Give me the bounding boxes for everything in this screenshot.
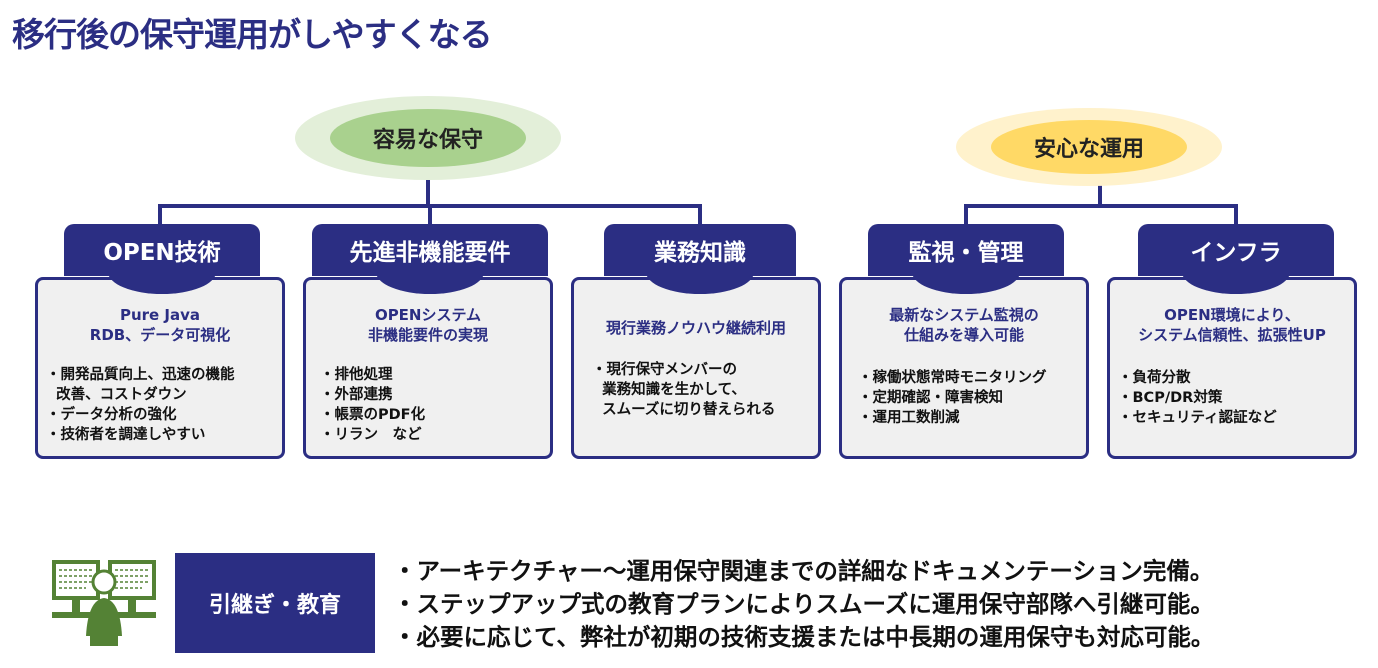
handover-label: 引継ぎ・教育 bbox=[175, 553, 375, 653]
card-subtitle: 現行業務ノウハウ継続利用 bbox=[605, 319, 786, 337]
card-subtitle: OPEN環境により、 システム信頼性、拡張性UP bbox=[1138, 306, 1326, 344]
card-item: ・排他処理 bbox=[320, 367, 393, 383]
card-subtitle: OPENシステム 非機能要件の実現 bbox=[367, 306, 488, 344]
card-item: ・BCP/DR対策 bbox=[1118, 390, 1223, 406]
card-item: 改善、コストダウン bbox=[46, 387, 187, 403]
operator-monitors-icon bbox=[52, 560, 156, 646]
card-item: ・運用工数削減 bbox=[858, 410, 960, 426]
group-oval-maintenance: 容易な保守 bbox=[295, 96, 561, 180]
tab-bump bbox=[108, 272, 216, 294]
tab-open-tech: OPEN技術 bbox=[64, 224, 260, 276]
card-item: ・セキュリティ認証など bbox=[1118, 410, 1277, 426]
card-item: ・定期確認・障害検知 bbox=[858, 390, 1003, 406]
group-label-operation: 安心な運用 bbox=[991, 120, 1187, 174]
card-item: ・現行保守メンバーの bbox=[592, 362, 737, 378]
tab-bump bbox=[1182, 272, 1290, 294]
card-item: スムーズに切り替えられる bbox=[592, 402, 776, 418]
card-subtitle: Pure Java RDB、データ可視化 bbox=[89, 306, 231, 344]
card-item: ・負荷分散 bbox=[1118, 370, 1191, 386]
card-item: ・技術者を調達しやすい bbox=[46, 427, 206, 443]
tab-bump bbox=[912, 272, 1020, 294]
group-label-maintenance: 容易な保守 bbox=[330, 109, 526, 167]
card-item: ・外部連携 bbox=[320, 387, 393, 403]
tab-bump bbox=[376, 272, 484, 294]
group-oval-operation: 安心な運用 bbox=[956, 108, 1222, 186]
handover-bullet: ・必要に応じて、弊社が初期の技術支援または中長期の運用保守も対応可能。 bbox=[393, 623, 1215, 651]
tab-business-knowledge: 業務知識 bbox=[604, 224, 796, 276]
card-item: 業務知識を生かして、 bbox=[592, 382, 746, 398]
card-item: ・リラン など bbox=[320, 427, 422, 443]
card-open-tech: Pure Java RDB、データ可視化 ・開発品質向上、迅速の機能 改善、コス… bbox=[35, 277, 285, 459]
page-title: 移行後の保守運用がしやすくなる bbox=[12, 15, 493, 54]
card-item: ・帳票のPDF化 bbox=[320, 407, 426, 423]
card-nonfunctional: OPENシステム 非機能要件の実現 ・排他処理 ・外部連携 ・帳票のPDF化 ・… bbox=[303, 277, 553, 459]
handover-bullet: ・アーキテクチャー～運用保守関連までの詳細なドキュメンテーション完備。 bbox=[393, 557, 1214, 585]
tab-nonfunctional: 先進非機能要件 bbox=[312, 224, 548, 276]
tab-infrastructure: インフラ bbox=[1138, 224, 1334, 276]
tab-monitoring: 監視・管理 bbox=[868, 224, 1064, 276]
card-business-knowledge: 現行業務ノウハウ継続利用 ・現行保守メンバーの 業務知識を生かして、 スムーズに… bbox=[571, 277, 821, 459]
card-subtitle: 最新なシステム監視の 仕組みを導入可能 bbox=[889, 306, 1039, 344]
card-item: ・開発品質向上、迅速の機能 bbox=[46, 367, 235, 383]
handover-bullet: ・ステップアップ式の教育プランによりスムーズに運用保守部隊へ引継可能。 bbox=[393, 590, 1214, 618]
tab-bump bbox=[646, 272, 754, 294]
card-infrastructure: OPEN環境により、 システム信頼性、拡張性UP ・負荷分散 ・BCP/DR対策… bbox=[1107, 277, 1357, 459]
card-monitoring: 最新なシステム監視の 仕組みを導入可能 ・稼働状態常時モニタリング ・定期確認・… bbox=[839, 277, 1089, 459]
handover-bullets: ・アーキテクチャー～運用保守関連までの詳細なドキュメンテーション完備。 ・ステッ… bbox=[393, 555, 1214, 654]
card-item: ・稼働状態常時モニタリング bbox=[858, 370, 1047, 386]
card-item: ・データ分析の強化 bbox=[46, 407, 177, 423]
